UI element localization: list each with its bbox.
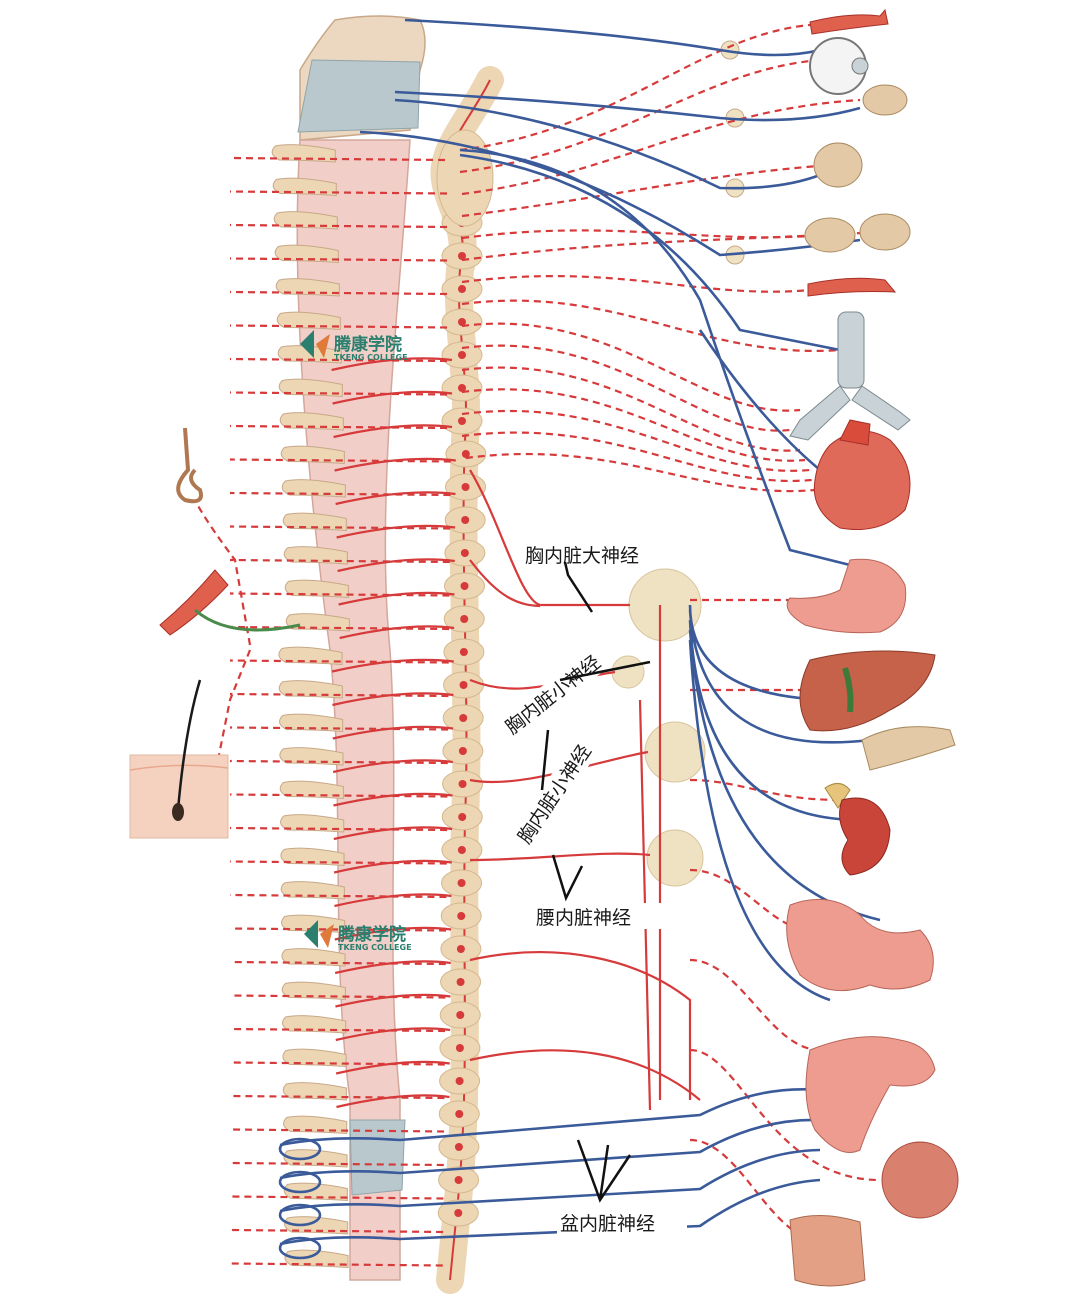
stomach — [786, 558, 907, 634]
prevertebral-ganglia — [611, 40, 745, 887]
watermark-name-cn: 腾康学院 — [338, 924, 406, 945]
label-lesser-thoracic-splanchnic-1: 胸内脏小神经 — [502, 651, 605, 739]
label-lesser-thoracic-splanchnic-2: 胸内脏小神经 — [514, 741, 596, 848]
kidney — [839, 797, 891, 876]
heart — [813, 430, 911, 531]
parasympathetic-fibers — [278, 18, 881, 1260]
preganglionic-fibers — [331, 357, 701, 1111]
hair-follicle — [176, 679, 202, 811]
label-lumbar-splanchnic: 腰内脏神经 — [536, 907, 631, 929]
parotid-gland — [813, 142, 863, 188]
watermark-1: 腾康学院 TKENG COLLEGE — [300, 330, 408, 362]
watermark-2: 腾康学院 TKENG COLLEGE — [304, 920, 412, 952]
lacrimal-gland — [862, 84, 908, 116]
submandibular-gland — [804, 217, 856, 253]
labels: 胸内脏大神经 胸内脏小神经 胸内脏小神经 腰内脏神经 盆内脏神经 — [498, 541, 687, 1235]
organs — [786, 8, 959, 1287]
label-greater-thoracic-splanchnic: 胸内脏大神经 — [525, 545, 639, 567]
trachea — [837, 311, 865, 389]
sympathetic-trunk — [430, 66, 504, 1294]
peripheral-effectors — [129, 427, 301, 839]
bladder — [881, 1141, 959, 1219]
sublingual-gland — [859, 213, 911, 251]
watermark-name-cn: 腾康学院 — [334, 334, 402, 355]
small-intestine — [786, 898, 934, 992]
label-pelvic-splanchnic: 盆内脏神经 — [560, 1213, 655, 1235]
large-intestine — [805, 1036, 936, 1153]
genitalia — [789, 1214, 866, 1287]
pancreas — [861, 726, 956, 771]
liver — [799, 650, 936, 732]
watermark-name-en: TKENG COLLEGE — [334, 353, 408, 362]
postganglionic-fibers — [194, 23, 881, 1267]
watermark-name-en: TKENG COLLEGE — [338, 943, 412, 952]
